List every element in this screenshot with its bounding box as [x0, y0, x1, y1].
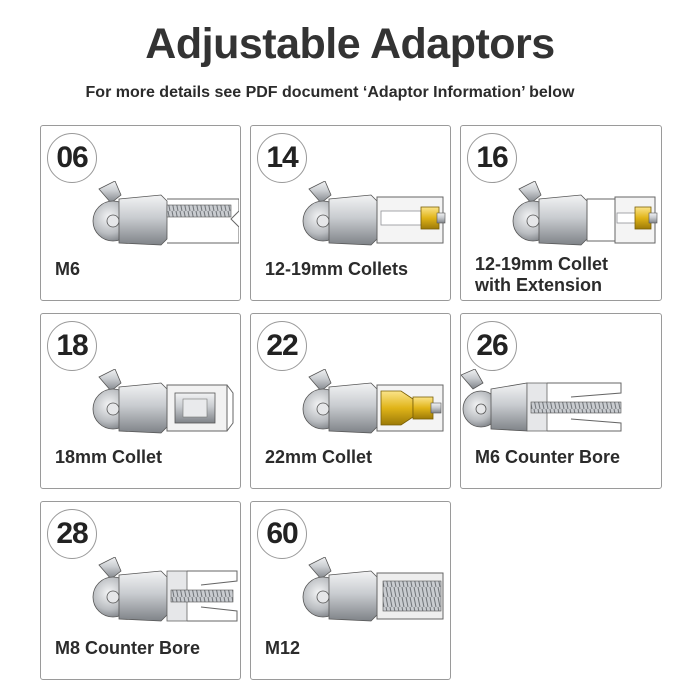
adaptor-label: 18mm Collet: [55, 447, 163, 467]
adaptor-card-60[interactable]: 60 M12: [250, 501, 451, 680]
adaptor-label: M12: [265, 638, 301, 658]
adaptor-label: 22mm Collet: [265, 447, 373, 467]
adaptor-label: M6 Counter Bore: [475, 447, 621, 467]
adaptor-label-line: with Extension: [475, 275, 603, 295]
adaptor-card-14[interactable]: 14 12-19mm Collets: [250, 125, 451, 301]
counter-bore-adaptor-illustration: [92, 557, 238, 622]
adaptor-card-18[interactable]: 18 18mm Collet: [40, 313, 241, 489]
adaptor-code-badge: 22: [257, 321, 307, 371]
page-title: Adjustable Adaptors: [145, 20, 555, 68]
page-subtitle: For more details see PDF document ‘Adapt…: [85, 84, 575, 101]
18mm-collet-adaptor-illustration: [92, 369, 234, 434]
adaptor-code-badge: 28: [47, 509, 97, 559]
adaptor-card-22[interactable]: 22 22mm Collet: [250, 313, 451, 489]
adaptor-card-26[interactable]: 26 M6 Counter Bore: [460, 313, 662, 489]
adaptor-code-badge: 14: [257, 133, 307, 183]
threaded-bore-adaptor-illustration: [302, 557, 444, 622]
adaptor-code-badge: 06: [47, 133, 97, 183]
counter-bore-adaptor-illustration: [461, 369, 622, 432]
adaptor-card-16[interactable]: 16 12-19mm Collet with Extension: [460, 125, 662, 301]
adaptor-code-badge: 16: [467, 133, 517, 183]
adaptor-label: 12-19mm Collet with Extension: [475, 254, 608, 296]
adaptor-label: M6: [55, 259, 81, 279]
adaptor-code-badge: 60: [257, 509, 307, 559]
threaded-rod-adaptor-illustration: [92, 181, 239, 246]
adaptor-code-badge: 26: [467, 321, 517, 371]
adaptor-card-06[interactable]: 06 M6: [40, 125, 241, 301]
adaptor-card-28[interactable]: 28 M8 Counter Bore: [40, 501, 241, 680]
adaptor-label-line: 12-19mm Collet: [475, 254, 609, 274]
22mm-collet-adaptor-illustration: [302, 369, 444, 434]
collet-adaptor-illustration: [302, 181, 446, 246]
adaptor-label: M8 Counter Bore: [55, 638, 201, 658]
adaptor-code-badge: 18: [47, 321, 97, 371]
collet-extension-adaptor-illustration: [512, 181, 658, 246]
adaptor-grid: 06 M6 14 12-19mm Collets 16: [40, 125, 662, 680]
adaptor-label: 12-19mm Collets: [265, 259, 409, 279]
